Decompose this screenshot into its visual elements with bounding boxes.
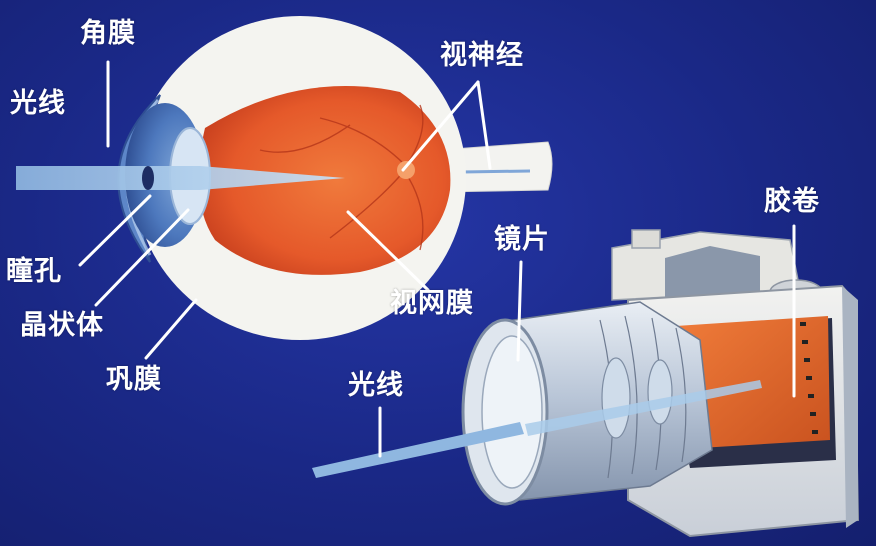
front-lens-glass bbox=[481, 335, 543, 489]
camera-button bbox=[631, 229, 661, 249]
eye-light-beam bbox=[16, 166, 345, 190]
retina-shape bbox=[198, 85, 451, 275]
label-optic-nerve: 视神经 bbox=[440, 40, 524, 71]
label-retina: 视网膜 bbox=[390, 288, 474, 319]
label-eye-light: 光线 bbox=[10, 88, 66, 119]
label-cornea: 角膜 bbox=[80, 18, 136, 49]
prism-interior bbox=[665, 246, 760, 304]
optic-disc bbox=[397, 161, 415, 179]
optic-nerve-shape bbox=[439, 141, 553, 193]
label-film: 胶卷 bbox=[764, 186, 820, 217]
label-sclera: 巩膜 bbox=[106, 364, 162, 395]
camera-diagram bbox=[312, 229, 860, 538]
label-lens: 晶状体 bbox=[20, 310, 104, 341]
leader-lines bbox=[78, 60, 796, 458]
label-pupil: 瞳孔 bbox=[6, 256, 62, 287]
camera-light-beam-out bbox=[312, 422, 524, 478]
label-camera-light: 光线 bbox=[348, 370, 404, 401]
lens-element bbox=[601, 357, 631, 439]
label-camera-lens: 镜片 bbox=[494, 224, 550, 255]
eye-diagram bbox=[16, 16, 553, 340]
film-sprockets bbox=[800, 322, 818, 434]
lens-element bbox=[647, 359, 673, 425]
optic-nerve-line bbox=[461, 169, 531, 174]
pupil-shape bbox=[142, 166, 154, 190]
camera-light-beam-in bbox=[525, 380, 762, 436]
